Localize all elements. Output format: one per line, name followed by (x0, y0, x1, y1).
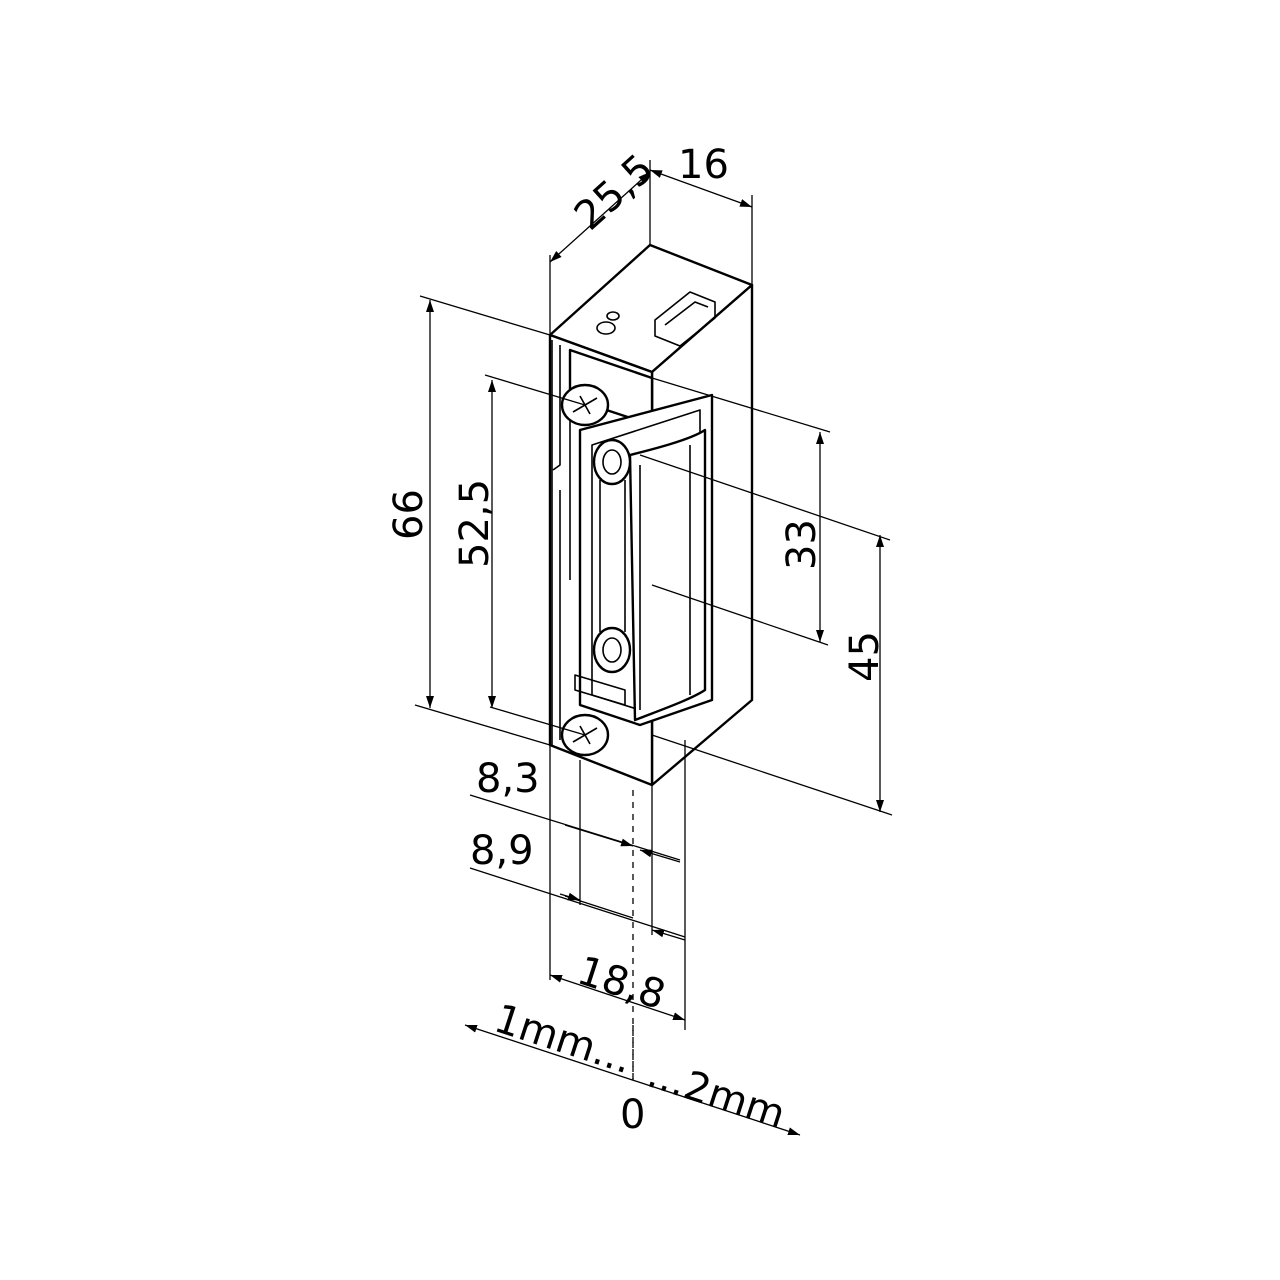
top-hole-2 (606, 311, 620, 321)
dimension-label-45: 45 (842, 631, 888, 682)
lower-roller-hub (602, 637, 622, 663)
dimension-66: 66 (386, 295, 551, 746)
dimension-label-18-8: 18,8 (572, 948, 671, 1019)
dimension-label-33: 33 (779, 519, 825, 570)
lower-roller (592, 626, 632, 674)
lower-step (574, 674, 626, 706)
dimension-label-16: 16 (678, 142, 729, 188)
dimension-33: 33 (651, 377, 831, 646)
dimension-label-8-3: 8,3 (476, 756, 540, 802)
top-slot (654, 291, 716, 347)
dimension-16: 16 (649, 142, 753, 285)
dimension-label-25-5: 25,5 (566, 146, 663, 240)
dimension-label-66: 66 (386, 489, 432, 540)
upper-roller (592, 438, 632, 486)
dimension-18-8: 18,8 (549, 948, 686, 1021)
dimension-label-8-9: 8,9 (470, 828, 534, 874)
adjust-label-plus: ...2mm (642, 1051, 791, 1138)
upper-roller-hub (602, 449, 622, 475)
dimension-52-5: 52,5 (452, 374, 586, 736)
dimension-45: 45 (639, 454, 893, 816)
rotating-latch (628, 428, 707, 722)
top-hole-1 (596, 321, 616, 335)
dimension-label-52-5: 52,5 (452, 479, 498, 568)
left-rail-top (552, 345, 561, 471)
top-slot-inner (664, 301, 709, 326)
door-opener-body (548, 243, 754, 787)
adjust-label-minus: 1mm... (489, 996, 638, 1083)
adjust-label-zero: 0 (620, 1092, 645, 1138)
dimension-8-9: 8,9 (469, 828, 686, 941)
dimension-8-3: 8,3 (469, 756, 681, 863)
